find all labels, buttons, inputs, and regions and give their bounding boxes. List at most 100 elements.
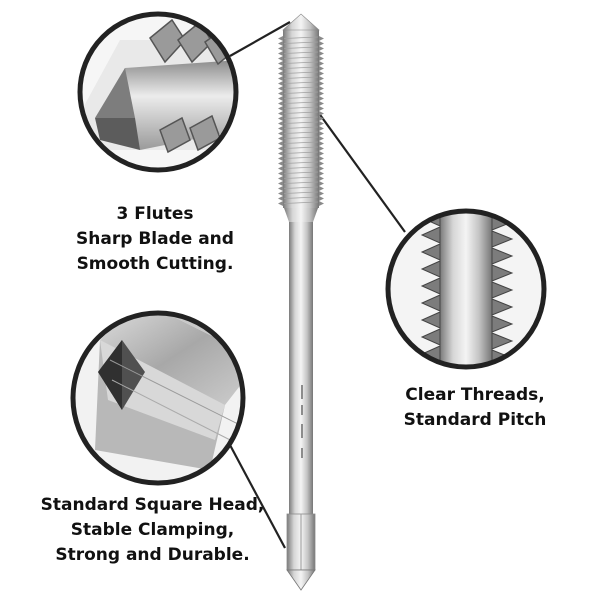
thread-groove xyxy=(283,141,319,144)
thread-tooth xyxy=(319,176,324,181)
thread-tooth xyxy=(278,41,283,46)
thread-groove xyxy=(283,121,319,124)
thread-tooth xyxy=(319,136,324,141)
thread-tooth xyxy=(319,91,324,96)
thread-tooth xyxy=(278,161,283,166)
thread-tooth xyxy=(278,176,283,181)
thread-groove xyxy=(283,66,319,69)
caption-line: Standard Square Head, xyxy=(40,495,265,515)
thread-tooth xyxy=(278,136,283,141)
thread-tooth xyxy=(278,96,283,101)
thread-tooth xyxy=(319,121,324,126)
thread-tooth xyxy=(278,126,283,131)
thread-tooth xyxy=(278,141,283,146)
caption-line: Stable Clamping, xyxy=(70,520,235,540)
thread-tooth xyxy=(319,126,324,131)
caption-square-head: Standard Square Head, Stable Clamping, S… xyxy=(30,493,275,568)
thread-tooth xyxy=(319,76,324,81)
connector-lines xyxy=(229,21,406,549)
thread-tooth xyxy=(278,81,283,86)
thread-groove xyxy=(283,176,319,179)
thread-tooth xyxy=(319,131,324,136)
thread-tooth xyxy=(278,56,283,61)
zoom-thread-tooth xyxy=(420,226,441,244)
thread-tooth xyxy=(278,151,283,156)
magnifier-ring xyxy=(70,310,246,486)
caption-line: 3 Flutes xyxy=(116,204,194,224)
thread-tooth xyxy=(319,61,324,66)
tap-threaded-core xyxy=(283,30,319,208)
thread-tooth xyxy=(319,141,324,146)
thread-groove xyxy=(283,131,319,134)
thread-tooth xyxy=(319,171,324,176)
thread-tooth xyxy=(278,71,283,76)
caption-line: Strong and Durable. xyxy=(55,545,250,565)
thread-tooth xyxy=(278,66,283,71)
thread-tooth xyxy=(319,41,324,46)
thread-teeth xyxy=(278,36,324,206)
thread-groove xyxy=(283,86,319,89)
thread-groove xyxy=(283,126,319,129)
thread-tooth xyxy=(319,96,324,101)
thread-tooth xyxy=(319,201,324,206)
tap-neck xyxy=(284,208,318,222)
thread-groove xyxy=(283,111,319,114)
thread-groove xyxy=(283,136,319,139)
thread-tooth xyxy=(278,201,283,206)
thread-tooth xyxy=(319,151,324,156)
thread-tooth xyxy=(278,36,283,41)
thread-tooth xyxy=(278,46,283,51)
thread-groove xyxy=(283,51,319,54)
thread-tooth xyxy=(278,101,283,106)
thread-groove xyxy=(283,116,319,119)
zoom-thread-tooth xyxy=(420,243,441,261)
thread-groove xyxy=(283,96,319,99)
zoom-thread-tooth xyxy=(491,315,514,333)
caption-flutes: 3 Flutes Sharp Blade and Smooth Cutting. xyxy=(40,202,270,277)
zoom-thread-tooth xyxy=(491,230,514,248)
thread-groove xyxy=(283,161,319,164)
thread-tooth xyxy=(278,171,283,176)
thread-groove xyxy=(283,186,319,189)
thread-tooth xyxy=(278,51,283,56)
thread-groove xyxy=(283,46,319,49)
zoom-thread-tooth xyxy=(420,277,441,295)
thread-tooth xyxy=(319,196,324,201)
shank-engraving xyxy=(301,385,303,458)
thread-tooth xyxy=(278,91,283,96)
thread-groove xyxy=(283,181,319,184)
magnifier-threads xyxy=(385,208,547,370)
magnifier-flutes xyxy=(77,11,239,173)
caption-line: Sharp Blade and xyxy=(76,229,234,249)
magnifier-ring xyxy=(77,11,239,173)
thread-tooth xyxy=(319,46,324,51)
thread-tooth xyxy=(319,66,324,71)
thread-tooth xyxy=(319,51,324,56)
caption-line: Standard Pitch xyxy=(403,410,547,430)
zoom-thread-tooth xyxy=(491,332,514,350)
thread-groove xyxy=(283,81,319,84)
thread-groove xyxy=(283,196,319,199)
magnifier-ring xyxy=(385,208,547,370)
thread-groove xyxy=(283,71,319,74)
thread-tooth xyxy=(278,116,283,121)
tap-head-point xyxy=(286,569,316,591)
zoom-thread-tooth xyxy=(420,328,441,346)
thread-groove xyxy=(283,76,319,79)
zoom-thread-tooth xyxy=(420,260,441,278)
thread-tooth xyxy=(278,156,283,161)
thread-groove xyxy=(283,166,319,169)
thread-tooth xyxy=(278,166,283,171)
tap-shank xyxy=(289,222,313,514)
caption-line: Smooth Cutting. xyxy=(76,254,234,274)
thread-tooth xyxy=(319,106,324,111)
thread-tooth xyxy=(319,56,324,61)
thread-tooth xyxy=(319,101,324,106)
thread-tooth xyxy=(278,181,283,186)
thread-tooth xyxy=(278,191,283,196)
thread-tooth xyxy=(319,36,324,41)
thread-tooth xyxy=(319,86,324,91)
thread-groove xyxy=(283,56,319,59)
thread-tooth xyxy=(319,161,324,166)
